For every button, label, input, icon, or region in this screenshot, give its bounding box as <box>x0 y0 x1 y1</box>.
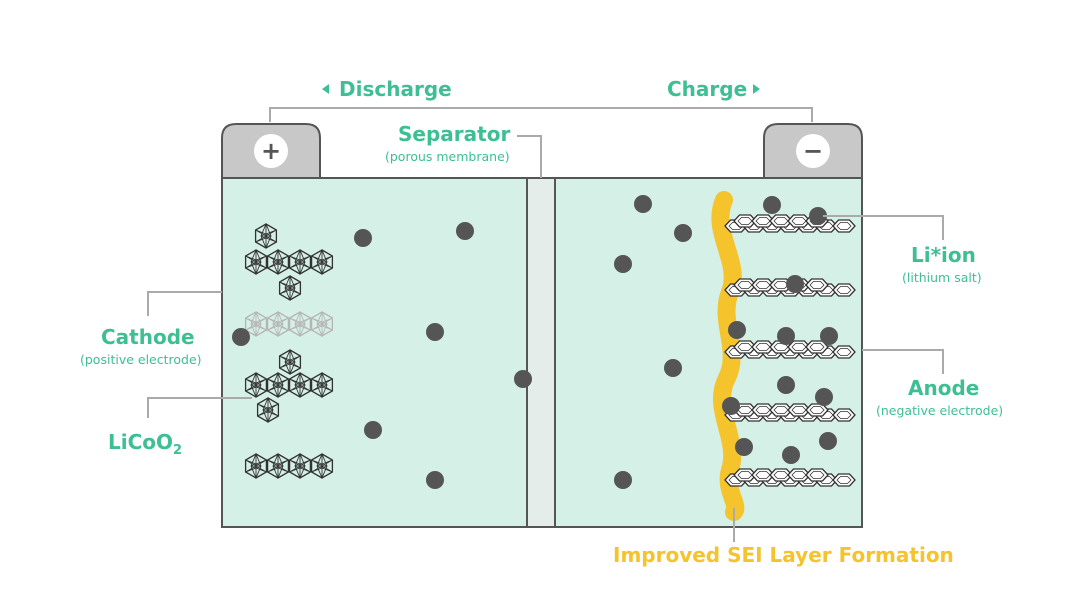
licoo2-text: LiCoO <box>108 430 174 454</box>
separator-sublabel: (porous membrane) <box>385 149 510 164</box>
li-ion <box>614 471 632 489</box>
plus-sign: + <box>260 137 282 165</box>
li-ion <box>786 275 804 293</box>
cathode-compartment <box>221 177 528 528</box>
anode-label: Anode <box>908 376 980 400</box>
li-ion-sublabel: (lithium salt) <box>902 270 982 285</box>
plus-icon <box>254 134 288 168</box>
li-ion-leader <box>823 215 944 240</box>
charge-label: Charge <box>667 77 748 101</box>
li-ion <box>809 207 827 225</box>
li-ion <box>722 397 740 415</box>
li-ion <box>664 359 682 377</box>
li-ion <box>456 222 474 240</box>
discharge-arrow-icon <box>322 84 329 94</box>
li-ion <box>815 388 833 406</box>
discharge-label: Discharge <box>339 77 452 101</box>
li-ion <box>674 224 692 242</box>
cathode-leader <box>147 291 222 316</box>
li-ion <box>782 446 800 464</box>
anode-sublabel: (negative electrode) <box>876 403 1004 418</box>
separator-leader <box>517 135 542 178</box>
li-ion <box>728 321 746 339</box>
separator-label: Separator <box>398 122 511 146</box>
li-ion <box>514 370 532 388</box>
cathode-label: Cathode <box>101 325 195 349</box>
separator-membrane <box>526 177 556 528</box>
li-ion <box>614 255 632 273</box>
minus-icon <box>796 134 830 168</box>
li-ion <box>426 323 444 341</box>
li-ion <box>354 229 372 247</box>
sei-label: Improved SEI Layer Formation <box>613 543 954 567</box>
licoo2-label: LiCoO2 <box>108 430 182 458</box>
lithium-ions <box>232 195 838 489</box>
li-ion <box>634 195 652 213</box>
circuit-wire <box>269 107 813 122</box>
li-ion <box>735 438 753 456</box>
cathode-sublabel: (positive electrode) <box>80 352 202 367</box>
li-ion <box>426 471 444 489</box>
li-ion <box>763 196 781 214</box>
li-ion-label: Li*ion <box>911 243 976 267</box>
li-ion <box>819 432 837 450</box>
anode-leader <box>862 349 944 374</box>
li-ion <box>232 328 250 346</box>
charge-arrow-icon <box>753 84 760 94</box>
licoo2-subscript: 2 <box>173 443 183 458</box>
licoo2-leader <box>147 397 252 418</box>
li-ion <box>777 327 795 345</box>
minus-sign: − <box>802 137 824 165</box>
li-ion <box>364 421 382 439</box>
li-ion <box>777 376 795 394</box>
li-ion <box>820 327 838 345</box>
